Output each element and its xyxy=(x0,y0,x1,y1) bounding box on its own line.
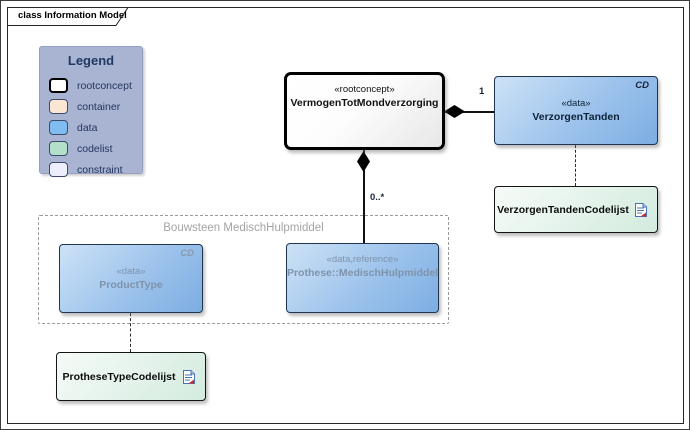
constraint-swatch-icon xyxy=(49,162,68,177)
association-line-prothese[interactable] xyxy=(363,149,365,243)
cd-corner-label: CD xyxy=(635,80,649,91)
class-name: VerzorgenTandenCodelijst xyxy=(497,203,629,216)
codelist-swatch-icon xyxy=(49,141,68,156)
node-prothese-type-codelijst[interactable]: ProtheseTypeCodelijst xyxy=(56,352,206,401)
legend-item-label: rootconcept xyxy=(77,79,132,92)
diagram-frame xyxy=(7,7,684,424)
class-name: VerzorgenTanden xyxy=(532,111,620,123)
rootconcept-swatch-icon xyxy=(49,78,68,93)
class-name: ProductType xyxy=(99,279,163,291)
boundary-bouwsteen-medischhulpmiddel[interactable]: Bouwsteen MedischHulpmiddel xyxy=(38,215,449,324)
stereotype-label: «data» xyxy=(561,98,591,109)
boundary-title: Bouwsteen MedischHulpmiddel xyxy=(163,222,324,234)
legend-rows: rootconcept container data codelist cons… xyxy=(49,75,142,180)
legend[interactable]: Legend rootconcept container data codeli… xyxy=(39,46,143,177)
legend-title: Legend xyxy=(67,53,115,68)
dashed-line-verzorgentanden-codelijst[interactable] xyxy=(575,145,576,186)
node-verzorgen-tanden-codelijst[interactable]: VerzorgenTandenCodelijst xyxy=(494,186,658,233)
node-prothese-medisch-hulpmiddel[interactable]: «data,reference» Prothese::MedischHulpmi… xyxy=(286,243,439,313)
stereotype-label: «data» xyxy=(116,266,146,277)
legend-item-label: codelist xyxy=(77,142,113,155)
legend-item-rootconcept: rootconcept xyxy=(49,75,142,96)
composition-diamond-icon xyxy=(444,105,465,118)
legend-item-label: constraint xyxy=(77,163,123,176)
legend-item-label: data xyxy=(77,121,98,134)
frame-tab: class Information Model xyxy=(7,7,129,26)
association-line-verzorgen-tanden[interactable] xyxy=(445,111,494,113)
composition-diamond-icon xyxy=(357,151,370,172)
data-swatch-icon xyxy=(49,120,68,135)
class-name: Prothese::MedischHulpmiddel xyxy=(286,267,439,279)
node-vermogen-tot-mondverzorging[interactable]: «rootconcept» VermogenTotMondverzorging xyxy=(284,72,445,150)
legend-item-label: container xyxy=(77,100,121,113)
legend-item-codelist: codelist xyxy=(49,138,142,159)
legend-item-container: container xyxy=(49,96,142,117)
frame-tab-shape xyxy=(7,7,129,26)
class-name: VermogenTotMondverzorging xyxy=(290,97,439,109)
cd-corner-label: CD xyxy=(180,248,194,259)
multiplicity-label: 1 xyxy=(479,86,485,97)
node-product-type[interactable]: CD «data» ProductType xyxy=(59,244,203,313)
stereotype-label: «data,reference» xyxy=(326,254,399,265)
dashed-line-producttype-codelijst[interactable] xyxy=(130,313,131,352)
container-swatch-icon xyxy=(49,99,68,114)
node-verzorgen-tanden[interactable]: CD «data» VerzorgenTanden xyxy=(494,76,658,145)
legend-item-constraint: constraint xyxy=(49,159,142,180)
legend-item-data: data xyxy=(49,117,142,138)
frame-tab-label: class Information Model xyxy=(18,10,127,21)
multiplicity-label: 0..* xyxy=(370,192,385,203)
class-name: ProtheseTypeCodelijst xyxy=(62,370,176,383)
codelist-document-icon xyxy=(183,369,195,384)
codelist-document-icon xyxy=(635,202,647,217)
stereotype-label: «rootconcept» xyxy=(334,84,395,95)
